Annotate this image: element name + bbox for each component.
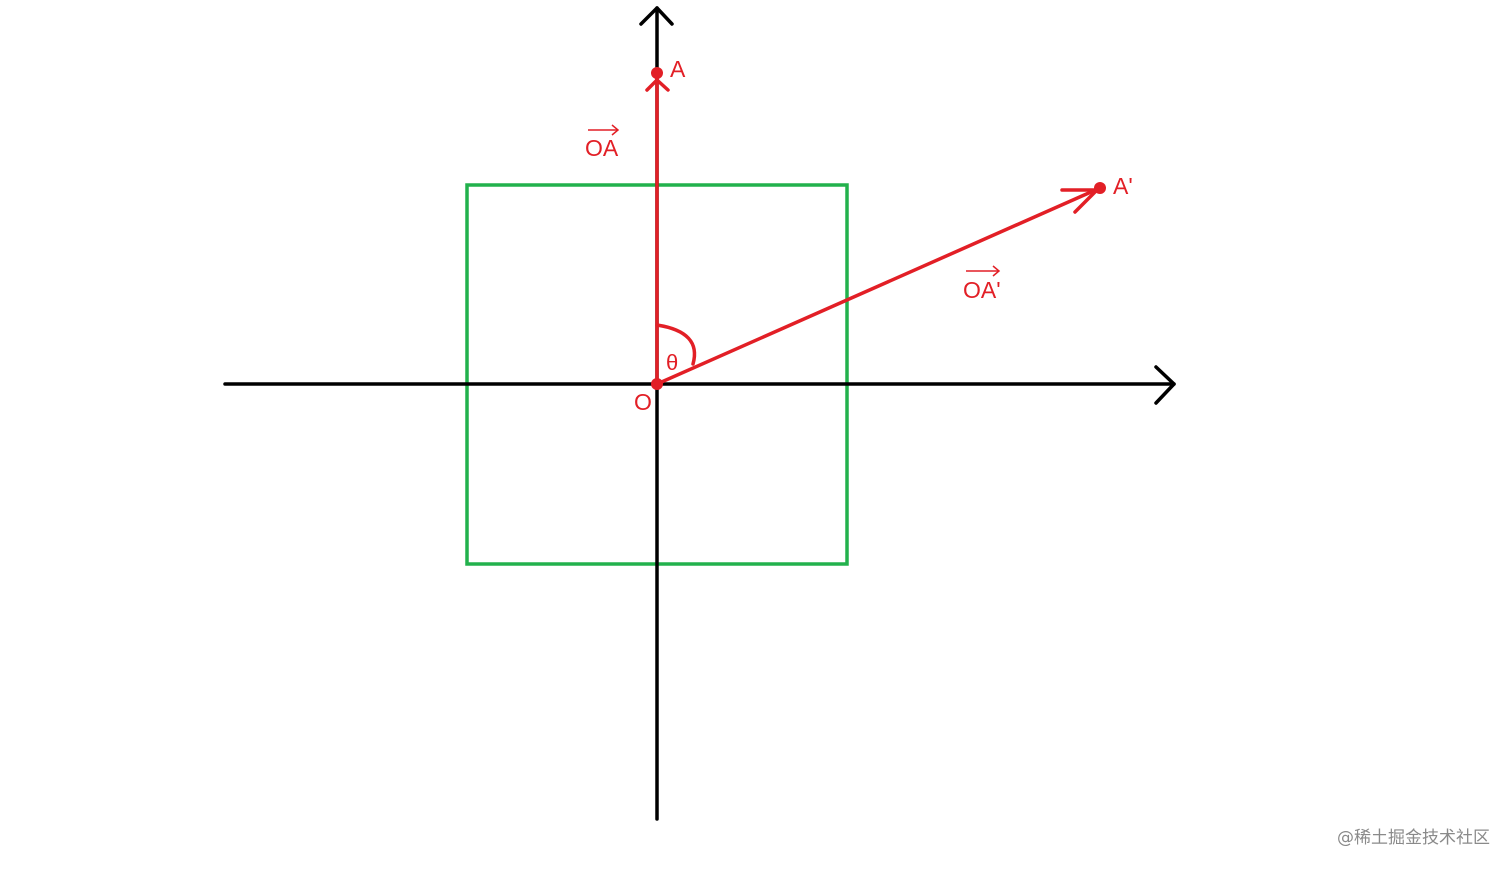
x-axis	[223, 365, 1176, 405]
point-a-dot	[651, 67, 663, 79]
x-axis-arrowhead	[1154, 365, 1176, 405]
vector-oa-prime-line	[655, 186, 1102, 386]
vector-oa-prime-label-text: OA'	[963, 277, 1001, 303]
vector-oa-arrowhead	[645, 78, 670, 92]
point-a-prime-label: A'	[1113, 173, 1133, 199]
point-a-label: A	[670, 56, 686, 82]
origin-dot	[651, 378, 663, 390]
vector-oa-label-arrow-head	[611, 124, 620, 136]
vector-oa	[645, 71, 670, 386]
y-axis-arrowhead	[639, 6, 674, 26]
vector-oa-prime	[655, 186, 1102, 386]
point-a-prime-dot	[1094, 182, 1106, 194]
angle-arc	[655, 323, 697, 366]
vector-oa-label: OA	[585, 124, 620, 161]
origin-label: O	[634, 389, 652, 415]
angle-theta-label: θ	[666, 350, 678, 375]
vector-oa-label-text: OA	[585, 135, 619, 161]
watermark-text: @稀土掘金技术社区	[1337, 828, 1490, 848]
vector-oa-prime-label: OA'	[963, 265, 1001, 303]
vector-oa-prime-label-arrow-head	[992, 265, 1001, 277]
